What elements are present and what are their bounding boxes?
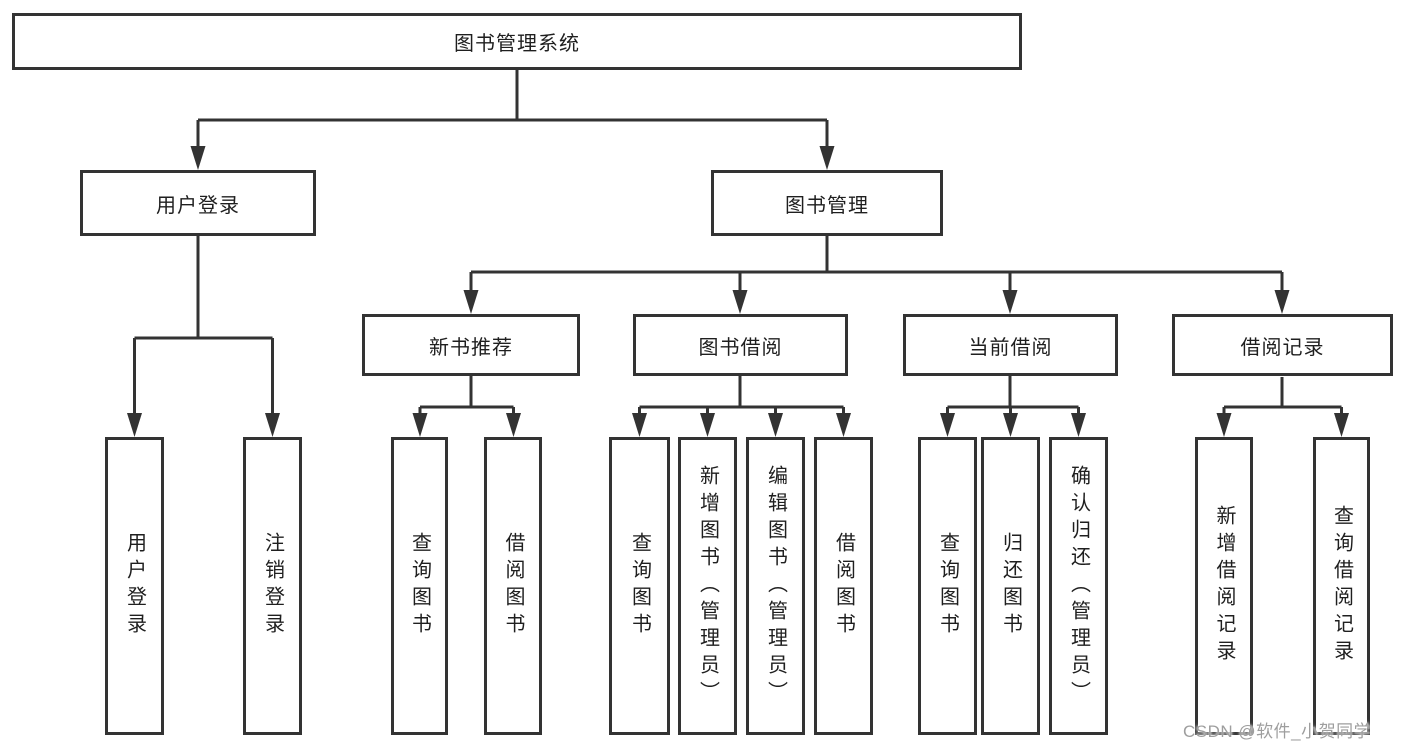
leaf-edit-book-admin-label: 编辑图书（管理员） xyxy=(764,464,787,708)
leaf-user-login: 用户登录 xyxy=(105,437,164,735)
leaf-query-books-current-label: 查询图书 xyxy=(936,532,959,640)
leaf-user-login-label: 用户登录 xyxy=(123,532,146,640)
leaf-borrow-books-borrowing: 借阅图书 xyxy=(814,437,873,735)
leaf-logout: 注销登录 xyxy=(243,437,302,735)
node-borrow-records: 借阅记录 xyxy=(1172,314,1393,376)
node-root: 图书管理系统 xyxy=(12,13,1022,70)
node-book-management: 图书管理 xyxy=(711,170,943,236)
leaf-query-borrow-record: 查询借阅记录 xyxy=(1313,437,1370,735)
node-book-management-label: 图书管理 xyxy=(785,194,869,217)
leaf-return-book: 归还图书 xyxy=(981,437,1040,735)
leaf-borrow-books-borrowing-label: 借阅图书 xyxy=(832,532,855,640)
node-book-borrowing-label: 图书借阅 xyxy=(698,336,783,359)
leaf-borrow-books-recommend: 借阅图书 xyxy=(484,437,542,735)
csdn-watermark: CSDN @软件_小贺同学 xyxy=(1183,722,1372,741)
leaf-confirm-return-admin: 确认归还（管理员） xyxy=(1049,437,1108,735)
leaf-query-books-current: 查询图书 xyxy=(918,437,977,735)
leaf-query-books-recommend-label: 查询图书 xyxy=(408,532,431,640)
leaf-query-books-borrowing-label: 查询图书 xyxy=(628,532,651,640)
leaf-return-book-label: 归还图书 xyxy=(999,532,1022,640)
leaf-borrow-books-recommend-label: 借阅图书 xyxy=(502,532,524,640)
leaf-logout-label: 注销登录 xyxy=(261,532,284,640)
leaf-add-book-admin: 新增图书（管理员） xyxy=(678,437,737,735)
leaf-add-borrow-record-label: 新增借阅记录 xyxy=(1213,505,1235,667)
node-book-borrowing: 图书借阅 xyxy=(633,314,848,376)
node-current-borrowing-label: 当前借阅 xyxy=(968,336,1053,359)
leaf-query-books-borrowing: 查询图书 xyxy=(609,437,670,735)
leaf-add-borrow-record: 新增借阅记录 xyxy=(1195,437,1253,735)
node-user-login-group: 用户登录 xyxy=(80,170,316,236)
node-root-label: 图书管理系统 xyxy=(454,33,580,55)
node-borrow-records-label: 借阅记录 xyxy=(1240,336,1325,359)
leaf-confirm-return-admin-label: 确认归还（管理员） xyxy=(1067,464,1090,708)
leaf-query-borrow-record-label: 查询借阅记录 xyxy=(1330,505,1353,667)
node-new-book-recommend-label: 新书推荐 xyxy=(429,336,513,359)
leaf-query-books-recommend: 查询图书 xyxy=(391,437,448,735)
node-new-book-recommend: 新书推荐 xyxy=(362,314,580,376)
node-current-borrowing: 当前借阅 xyxy=(903,314,1118,376)
leaf-add-book-admin-label: 新增图书（管理员） xyxy=(696,464,719,708)
leaf-edit-book-admin: 编辑图书（管理员） xyxy=(746,437,805,735)
node-user-login-group-label: 用户登录 xyxy=(156,194,240,217)
